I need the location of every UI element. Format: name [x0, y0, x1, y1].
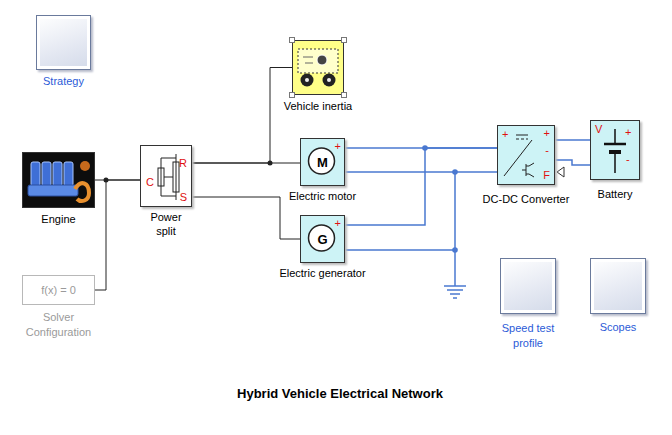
- battery-plate: [609, 150, 621, 154]
- port-label: +: [502, 128, 508, 141]
- subsystem-block: Speed test profile: [500, 258, 556, 314]
- switch-symbol: [522, 163, 534, 177]
- port-label: -: [545, 144, 549, 157]
- electrical-wire: [555, 139, 590, 141]
- mechanical-shaft: [192, 197, 300, 239]
- engine-block-base: [28, 185, 78, 196]
- ground-symbol: [444, 286, 466, 298]
- block-label: Solver Configuration: [17, 310, 101, 340]
- wheel-hub: [305, 78, 309, 82]
- motion-lines: [303, 57, 313, 63]
- gear-line: [164, 177, 173, 178]
- block-label: Power split: [143, 210, 189, 238]
- subsystem-block: Scopes: [590, 258, 646, 314]
- vehicle-block: Vehicle inertia: [292, 40, 344, 95]
- generator-block: G+Electric generator: [300, 215, 345, 263]
- port-label: C: [146, 176, 154, 189]
- gear-body: [173, 162, 179, 192]
- vehicle-mass: [317, 55, 327, 65]
- selection-handle: [290, 93, 295, 98]
- battery-plate: [604, 143, 626, 146]
- port-label: +: [335, 140, 341, 153]
- ground-bar: [447, 289, 463, 291]
- engine-exhaust: [75, 183, 89, 201]
- block-label: Strategy: [43, 75, 84, 88]
- electrical-wire: [345, 148, 497, 225]
- block-label: Vehicle inertia: [284, 100, 353, 113]
- engine-cylinder: [64, 162, 73, 186]
- generator-negative-wire: [345, 172, 455, 250]
- engine-pulley: [80, 161, 90, 171]
- planetary-gear-symbol: [158, 154, 179, 200]
- junction-dots: [104, 145, 458, 253]
- engine-cylinder: [31, 162, 40, 186]
- block-label: Battery: [598, 188, 633, 201]
- block-label: Speed test profile: [496, 321, 560, 351]
- port-label: +: [544, 127, 550, 140]
- converter-diagonal: [504, 140, 532, 176]
- block-label: DC-DC Converter: [483, 193, 570, 206]
- selection-handle: [290, 38, 295, 43]
- power-split-block: CRSPower split: [140, 145, 192, 207]
- block-label: Engine: [41, 213, 75, 226]
- ground-bar: [444, 285, 466, 287]
- battery-negative-wire: [555, 160, 590, 165]
- car-icon: [293, 41, 343, 94]
- machine-circle: [309, 148, 335, 174]
- engine-icon: [23, 153, 94, 207]
- port-triangle: [557, 167, 564, 177]
- vehicle-body: [298, 49, 338, 73]
- selection-handle: [342, 93, 347, 98]
- port-label: -: [626, 153, 630, 166]
- block-expression: f(x) = 0: [41, 284, 76, 297]
- machine-letter: G: [317, 232, 327, 247]
- block-label: Electric generator: [279, 267, 365, 280]
- ground-bar: [453, 297, 457, 299]
- port-label: S: [180, 191, 187, 204]
- mechanical-shaft: [95, 180, 140, 290]
- mechanical-shaft: [192, 163, 300, 164]
- block-label: Electric motor: [289, 190, 356, 203]
- port-label: F: [543, 169, 550, 182]
- subsystem-block: Strategy: [36, 15, 91, 70]
- engine-block: Engine: [22, 152, 95, 208]
- gear-line: [161, 154, 176, 200]
- ground-wire: [454, 250, 456, 286]
- junction-dot: [452, 247, 458, 253]
- converter-block: ++-FDC-DC Converter: [497, 125, 555, 185]
- diagram-title: Hybrid Vehicle Electrical Network: [237, 386, 443, 401]
- port-label: +: [335, 217, 341, 230]
- vehicle-wheel: [323, 74, 336, 87]
- vehicle-wheel: [301, 74, 314, 87]
- battery-symbol: [604, 129, 626, 173]
- machine-letter: M: [317, 155, 328, 170]
- junction-dot: [452, 169, 458, 175]
- gear-body: [158, 168, 164, 186]
- ground-bar: [450, 293, 460, 295]
- block-label: Scopes: [600, 321, 637, 334]
- machine-circle: [309, 225, 335, 251]
- selection-handle: [342, 38, 347, 43]
- solver-block: f(x) = 0Solver Configuration: [22, 275, 95, 305]
- dc-symbol: [516, 135, 528, 139]
- wheel-hub: [327, 78, 331, 82]
- battery-block: V+-Battery: [590, 120, 640, 180]
- engine-cylinder: [53, 162, 62, 186]
- mechanical-shaft: [192, 68, 292, 164]
- port-label: R: [179, 157, 187, 170]
- engine-background: [23, 153, 94, 207]
- port-label: V: [595, 123, 602, 136]
- engine-cylinder: [42, 162, 51, 186]
- motor-block: M+Electric motor: [300, 138, 345, 186]
- port-label: +: [625, 126, 631, 139]
- motor-negative-wire: [345, 171, 497, 173]
